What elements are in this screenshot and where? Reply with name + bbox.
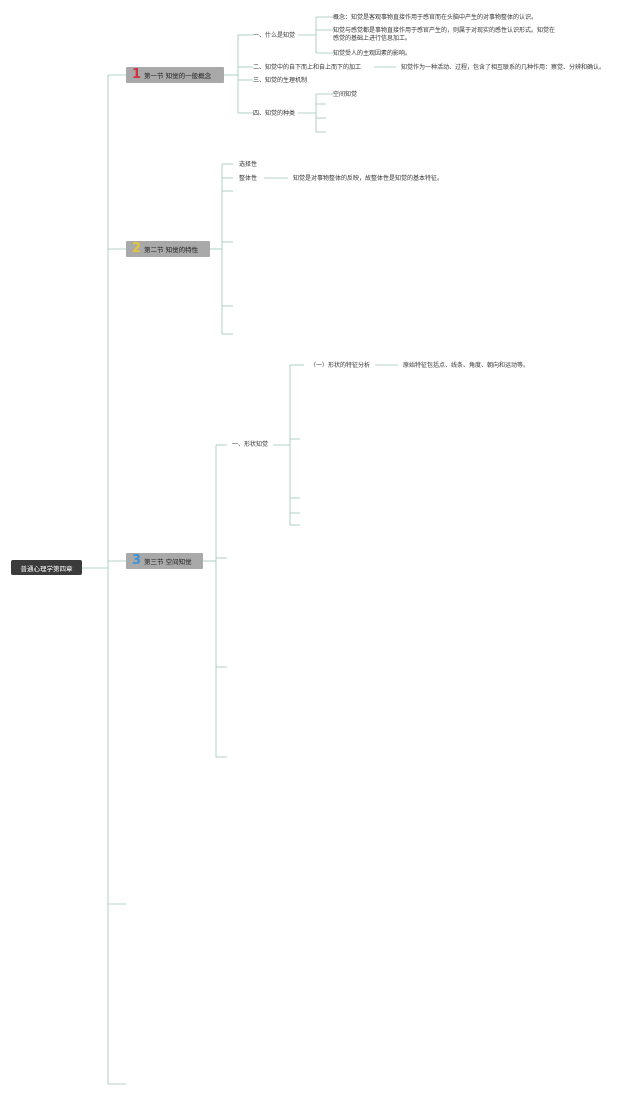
- section-2-number: 2: [132, 241, 142, 256]
- section-1-label: 第一节 知觉的一般概念: [144, 72, 212, 80]
- s2-integrity-detail[interactable]: 知觉是对事物整体的反映，故整体性是知觉的基本特征。: [293, 175, 444, 182]
- s1-topic-physiology[interactable]: 三、知觉的生理机制: [253, 77, 308, 84]
- section-3-number: 3: [132, 553, 142, 568]
- s1-topic-processing[interactable]: 二、知觉中的自下而上和自上而下的加工: [253, 64, 362, 71]
- section-1-node[interactable]: 1 第一节 知觉的一般概念: [126, 67, 224, 83]
- s1-kind-spatial[interactable]: 空间知觉: [333, 91, 358, 98]
- section-1-number: 1: [132, 67, 142, 82]
- section-2-label: 第二节 知觉的特性: [144, 246, 199, 254]
- section-2-node[interactable]: 2 第二节 知觉的特性: [126, 241, 210, 257]
- section-3-label: 第三节 空间知觉: [144, 558, 192, 566]
- s3-sub-feature-analysis[interactable]: （一）形状的特征分析: [310, 362, 371, 369]
- s3-feature-detail[interactable]: 原始特征包括点、线条、角度、朝向和运动等。: [403, 362, 530, 369]
- s1-concept-text[interactable]: 概念：知觉是客观事物直接作用于感官而在头脑中产生的对事物整体的认识。: [333, 14, 538, 21]
- s2-item-integrity[interactable]: 整体性: [239, 175, 258, 182]
- s1-relation-text[interactable]: 知觉与感觉都是事物直接作用于感官产生的，则属于对现实的感性认识形式。知觉在感觉的…: [333, 27, 556, 42]
- s3-topic-shape-perception[interactable]: 一、形状知觉: [232, 441, 269, 448]
- s1-subjective-text[interactable]: 知觉受人的主观因素的影响。: [333, 50, 412, 57]
- section-3-node[interactable]: 3 第三节 空间知觉: [126, 553, 203, 569]
- root-node[interactable]: 普通心理学第四章: [11, 560, 82, 575]
- s1-processing-detail[interactable]: 知觉作为一种活动、过程，包含了相互联系的几种作用：察觉、分辨和确认。: [401, 64, 606, 71]
- s1-topic-kinds[interactable]: 四、知觉的种类: [253, 110, 296, 117]
- s1-topic-what-is-perception[interactable]: 一、什么是知觉: [253, 32, 296, 39]
- s2-item-selectivity[interactable]: 选择性: [239, 161, 258, 168]
- root-label: 普通心理学第四章: [20, 564, 73, 573]
